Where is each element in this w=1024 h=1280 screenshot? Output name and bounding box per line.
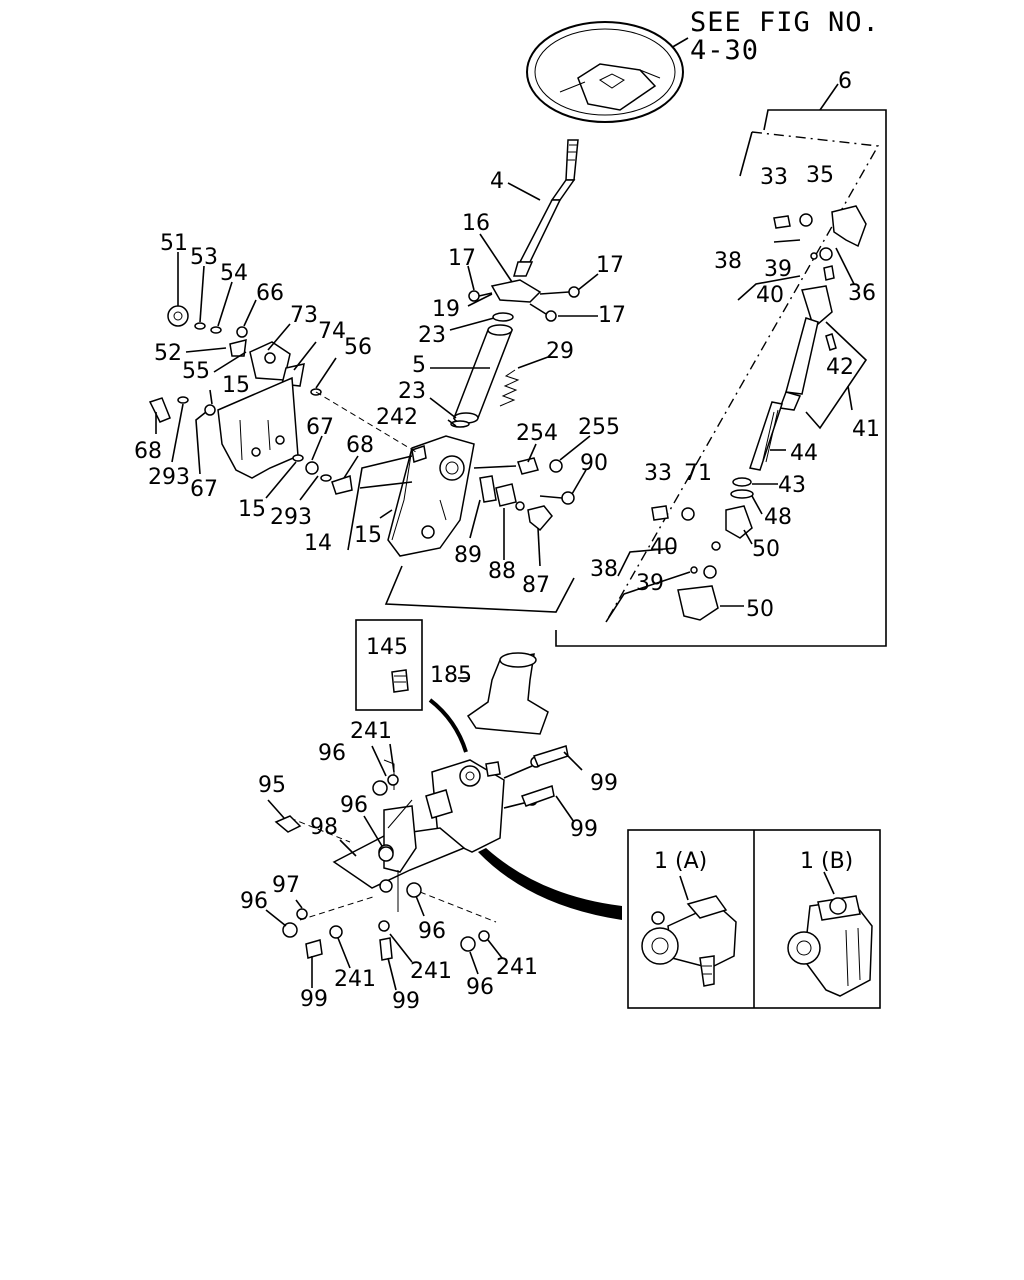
see-fig-number: 4-30 <box>690 35 759 66</box>
detail-145-box <box>355 619 423 711</box>
callout-145: 145 <box>366 635 408 660</box>
callout-50-b: 50 <box>746 597 774 622</box>
callout-96-b: 96 <box>340 793 368 818</box>
callout-19: 19 <box>432 297 460 322</box>
callout-51: 51 <box>160 231 188 256</box>
callout-16: 16 <box>462 211 490 236</box>
callout-1b: 1 (B) <box>800 849 853 874</box>
callout-17-c: 17 <box>598 303 626 328</box>
callout-242: 242 <box>376 405 418 430</box>
callout-labels: 6 4 16 17 17 19 17 23 5 29 23 242 254 25… <box>134 69 880 1014</box>
callout-6: 6 <box>838 69 852 94</box>
callout-4: 4 <box>490 169 504 194</box>
callout-73: 73 <box>290 303 318 328</box>
column-assembly-outline <box>384 565 575 613</box>
callout-254: 254 <box>516 421 558 446</box>
callout-38-b: 38 <box>590 557 618 582</box>
callout-17-b: 17 <box>596 253 624 278</box>
steering-shaft <box>513 139 579 277</box>
callout-40-b: 40 <box>650 535 678 560</box>
callout-43: 43 <box>778 473 806 498</box>
callout-36: 36 <box>848 281 876 306</box>
callout-96-e: 96 <box>466 975 494 1000</box>
callout-50-a: 50 <box>752 537 780 562</box>
see-figure-reference: SEE FIG NO. 4-30 <box>663 7 880 66</box>
callout-17-a: 17 <box>448 246 476 271</box>
callout-54: 54 <box>220 261 248 286</box>
callout-90: 90 <box>580 451 608 476</box>
gear-variant-a <box>641 875 737 987</box>
gear-fasteners <box>274 774 490 961</box>
callout-99-d: 99 <box>392 989 420 1014</box>
column-lower-housing <box>387 435 475 557</box>
intermediate-shaft-group <box>555 83 887 647</box>
callout-38-a: 38 <box>714 249 742 274</box>
callout-35: 35 <box>806 163 834 188</box>
callout-255: 255 <box>578 415 620 440</box>
callout-88: 88 <box>488 559 516 584</box>
callout-66: 66 <box>256 281 284 306</box>
leader-lines <box>155 182 599 991</box>
callout-71: 71 <box>684 461 712 486</box>
see-fig-text: SEE FIG NO. <box>690 7 880 38</box>
column-mount-bracket <box>148 305 417 495</box>
callout-87: 87 <box>522 573 550 598</box>
variant-pointer <box>478 848 622 920</box>
column-jacket-tube <box>450 324 520 428</box>
callout-241-c: 241 <box>410 959 452 984</box>
callout-39-a: 39 <box>764 257 792 282</box>
callout-40-a: 40 <box>756 283 784 308</box>
callout-67-a: 67 <box>190 477 218 502</box>
callout-241-b: 241 <box>334 967 376 992</box>
callout-96-d: 96 <box>418 919 446 944</box>
callout-48: 48 <box>764 505 792 530</box>
gear-boot <box>428 652 549 753</box>
callout-5: 5 <box>412 353 426 378</box>
steering-wheel <box>526 21 684 123</box>
callout-42: 42 <box>826 355 854 380</box>
callout-99-a: 99 <box>590 771 618 796</box>
callout-185: 185 <box>430 663 472 688</box>
steering-gear-box <box>425 745 569 853</box>
callout-15-c: 15 <box>354 523 382 548</box>
callout-96-c: 96 <box>240 889 268 914</box>
callout-89: 89 <box>454 543 482 568</box>
callout-39-b: 39 <box>636 571 664 596</box>
right-leaders <box>605 239 868 623</box>
callout-68-b: 68 <box>134 439 162 464</box>
callout-293-a: 293 <box>148 465 190 490</box>
callout-1a: 1 (A) <box>654 849 707 874</box>
callout-241-d: 241 <box>496 955 538 980</box>
callout-14: 14 <box>304 531 332 556</box>
callout-55: 55 <box>182 359 210 384</box>
callout-95: 95 <box>258 773 286 798</box>
column-upper-bracket <box>468 279 580 322</box>
callout-29: 29 <box>546 339 574 364</box>
callout-67-b: 67 <box>306 415 334 440</box>
callout-23-a: 23 <box>418 323 446 348</box>
callout-99-b: 99 <box>570 817 598 842</box>
callout-96-a: 96 <box>318 741 346 766</box>
callout-68-a: 68 <box>346 433 374 458</box>
callout-98: 98 <box>310 815 338 840</box>
callout-15-b: 15 <box>238 497 266 522</box>
callout-74: 74 <box>318 319 346 344</box>
callout-41: 41 <box>852 417 880 442</box>
callout-23-b: 23 <box>398 379 426 404</box>
callout-97: 97 <box>272 873 300 898</box>
callout-52: 52 <box>154 341 182 366</box>
callout-293-b: 293 <box>270 505 312 530</box>
callout-15-a: 15 <box>222 373 250 398</box>
gear-variant-b <box>787 871 873 997</box>
tilt-lever-parts <box>473 457 575 532</box>
callout-33-a: 33 <box>760 165 788 190</box>
callout-56: 56 <box>344 335 372 360</box>
callout-241-a: 241 <box>350 719 392 744</box>
callout-33-b: 33 <box>644 461 672 486</box>
callout-99-c: 99 <box>300 987 328 1012</box>
callout-53: 53 <box>190 245 218 270</box>
callout-44: 44 <box>790 441 818 466</box>
gear-variants-box <box>627 829 881 1009</box>
